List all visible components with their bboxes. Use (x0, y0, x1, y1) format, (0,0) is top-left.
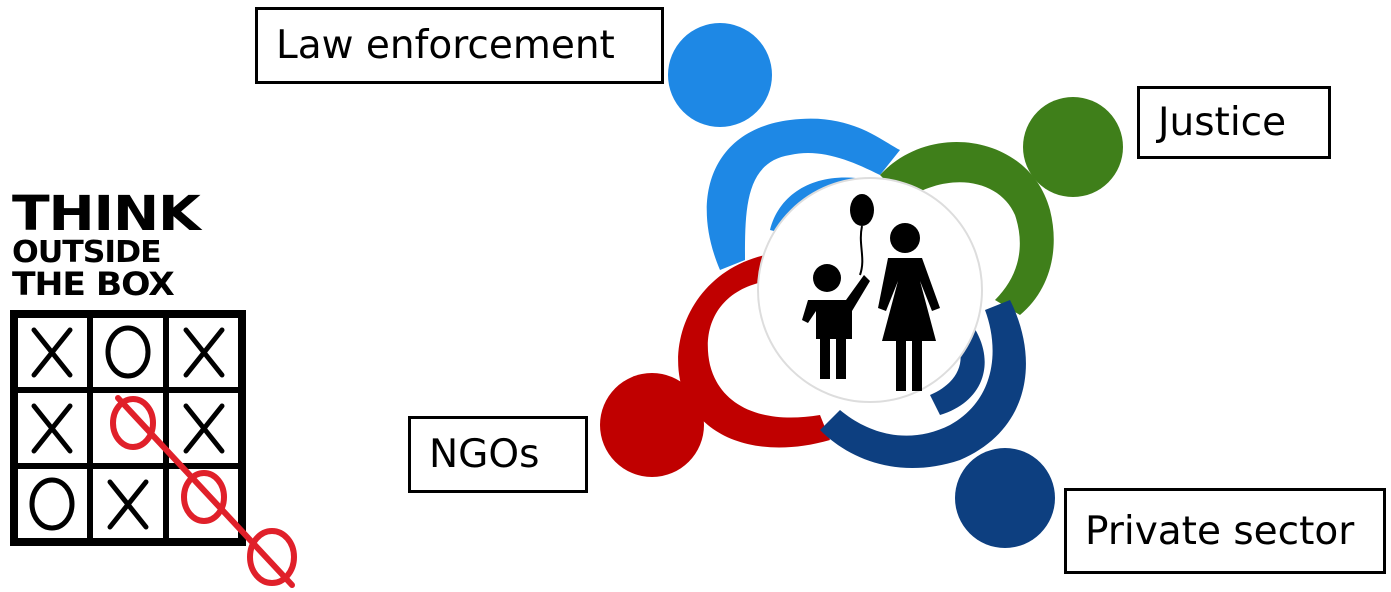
law-enforcement-label: Law enforcement (255, 7, 664, 84)
justice-text: Justice (1158, 100, 1287, 145)
winning-line (115, 395, 295, 588)
logo-line-think: THINK (12, 186, 201, 242)
cell-x-icon (183, 327, 225, 378)
family-icon (802, 194, 940, 391)
cell-o-red-icon (110, 396, 156, 450)
center-circle (757, 177, 983, 403)
logo-line-the-box: THE BOX (12, 265, 175, 303)
private-sector-label: Private sector (1064, 488, 1386, 574)
cell-x-icon (107, 479, 149, 530)
cell-x-icon (31, 403, 73, 454)
ngos-label: NGOs (408, 416, 588, 493)
tic-tac-toe-grid (10, 310, 297, 588)
ngos-figure (600, 255, 830, 477)
cell-x-icon (31, 327, 73, 378)
cell-o-icon (29, 477, 75, 531)
outside-o-red-icon (247, 528, 297, 586)
ngos-text: NGOs (429, 432, 540, 477)
private-sector-text: Private sector (1085, 508, 1355, 554)
law-enforcement-text: Law enforcement (276, 23, 615, 68)
cell-o-icon (105, 325, 151, 379)
cell-x-icon (183, 403, 225, 454)
cell-o-red-icon (181, 470, 227, 524)
justice-figure (880, 97, 1123, 315)
justice-label: Justice (1137, 86, 1331, 159)
logo-line-outside: OUTSIDE (12, 235, 162, 270)
